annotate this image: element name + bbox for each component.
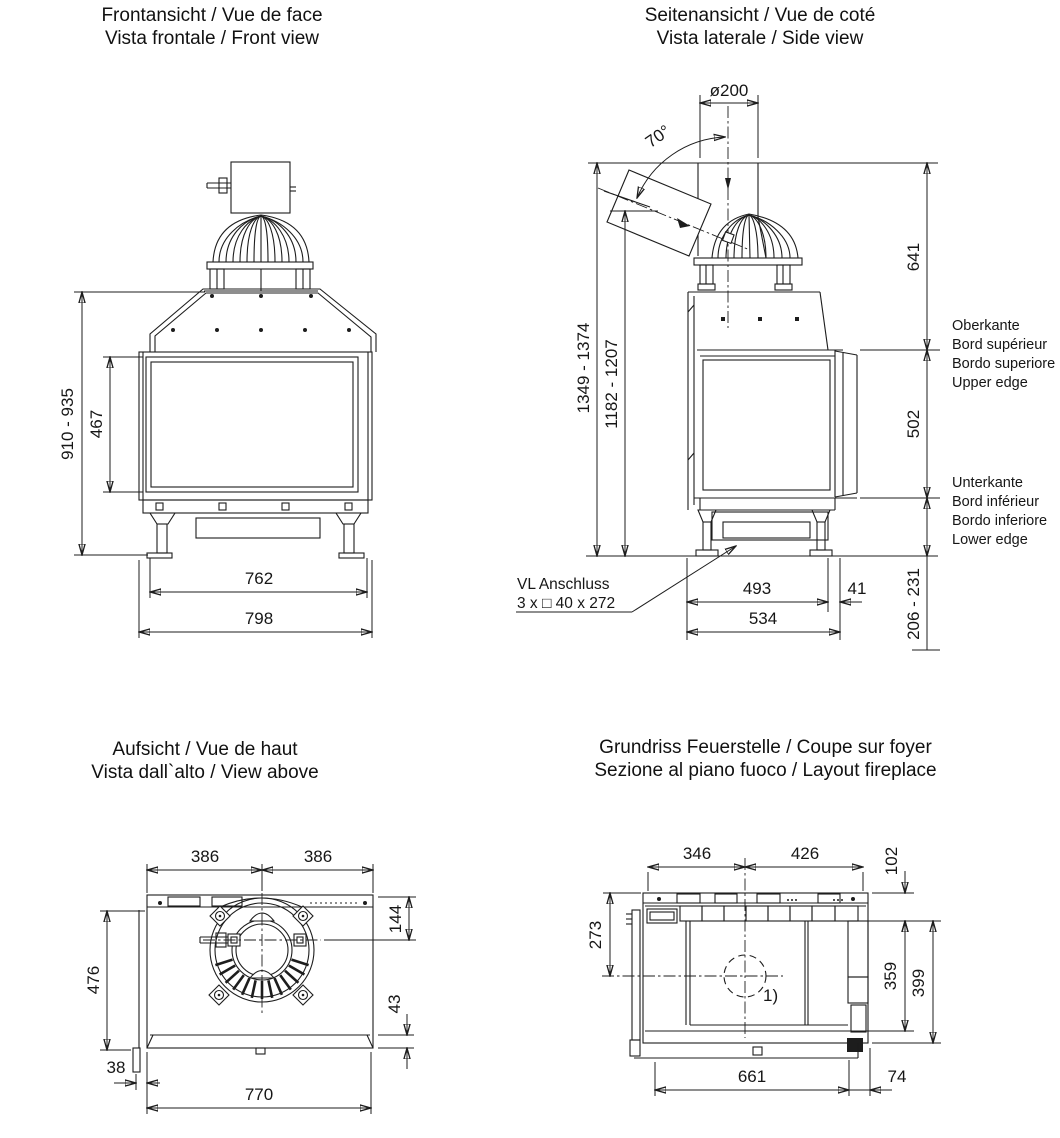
dim-side-flue-axis-height: 1182 - 1207 [602, 339, 621, 428]
dim-side-flue-diameter: ø200 [710, 81, 749, 100]
dim-layout-left-to-center: 346 [683, 844, 711, 863]
side-view-drawing: 70° ø200 1349 - 1374 1182 - 1207 641 502… [516, 81, 1055, 651]
front-hood [149, 288, 377, 352]
layout-view-title-line2: Sezione al piano fuoco / Layout fireplac… [594, 760, 937, 781]
dim-top-side-offset: 38 [107, 1058, 126, 1077]
layout-side-lining [847, 920, 869, 978]
front-view-title-line2: Vista frontale / Front view [104, 28, 320, 49]
front-view-title: Frontansicht / Vue de face Vista frontal… [40, 4, 384, 50]
side-view-title-line1: Seitenansicht / Vue de coté [644, 5, 876, 26]
label-lower-edge-it: Bordo inferiore [952, 513, 1047, 529]
dim-top-front-lip: 43 [385, 995, 404, 1014]
dim-side-base-depth-inner: 493 [743, 579, 771, 598]
top-view-drawing: 386 386 144 43 476 38 770 [84, 847, 416, 1114]
dim-top-half-width-right: 386 [304, 847, 332, 866]
layout-view-drawing: 1) 346 426 102 273 359 399 661 [586, 844, 941, 1096]
label-lower-edge-de: Unterkante [952, 475, 1023, 491]
label-upper-edge-it: Bordo superiore [952, 356, 1055, 372]
dim-front-overall-width: 798 [245, 609, 273, 628]
dim-layout-firebox-width: 661 [738, 1067, 766, 1086]
dim-side-base-depth-overall: 534 [749, 609, 777, 628]
layout-view-title: Grundriss Feuerstelle / Coupe sur foyer … [563, 736, 968, 782]
dim-side-flue-angle: 70° [642, 121, 674, 151]
dim-side-top-to-upper-edge: 641 [904, 243, 923, 271]
front-view-drawing: 910 - 935 467 762 798 [58, 161, 377, 638]
label-vl-connection-line1: VL Anschluss [517, 576, 610, 593]
label-vl-connection-line2: 3 x □ 40 x 272 [517, 595, 615, 612]
dim-top-width: 770 [245, 1085, 273, 1104]
dim-layout-inner-depth: 399 [909, 969, 928, 997]
label-lower-edge-en: Lower edge [952, 532, 1028, 548]
side-vl-plenum [722, 521, 811, 539]
top-view-title-line1: Aufsicht / Vue de haut [112, 739, 298, 760]
dim-side-plinth-height: 206 - 231 [904, 568, 923, 640]
layout-footnote: 1) [763, 986, 778, 1005]
top-view-title-line2: Vista dall`alto / View above [91, 762, 319, 783]
label-lower-edge-fr: Bord inférieur [952, 494, 1039, 510]
side-view-title-line2: Vista laterale / Side view [656, 28, 864, 49]
dim-front-glass-height: 467 [87, 410, 106, 438]
dim-side-glass-panel-height: 502 [904, 410, 923, 438]
side-view-title: Seitenansicht / Vue de coté Vista latera… [590, 4, 930, 50]
front-view-title-line1: Frontansicht / Vue de face [101, 5, 323, 26]
dim-layout-side-lining: 74 [888, 1067, 907, 1086]
layout-view-title-line1: Grundriss Feuerstelle / Coupe sur foyer [599, 737, 932, 758]
dim-layout-firebox-depth: 359 [881, 962, 900, 990]
dim-layout-center-depth: 273 [586, 921, 605, 949]
label-upper-edge-en: Upper edge [952, 375, 1028, 391]
dim-front-feet-width: 762 [245, 569, 273, 588]
dim-top-depth: 476 [84, 966, 103, 994]
dim-top-flue-center-offset: 144 [386, 905, 405, 933]
top-view-side-tab [132, 1047, 141, 1073]
side-firebox [702, 359, 831, 491]
dim-layout-center-to-right: 426 [791, 844, 819, 863]
label-upper-edge-de: Oberkante [952, 318, 1020, 334]
front-flue-box [230, 161, 291, 214]
label-upper-edge-fr: Bord supérieur [952, 337, 1047, 353]
dim-layout-rear-lining: 102 [882, 847, 901, 875]
top-view-title: Aufsicht / Vue de haut Vista dall`alto /… [35, 738, 375, 784]
dim-side-base-depth-offset: 41 [848, 579, 867, 598]
dim-side-overall-height: 1349 - 1374 [574, 323, 593, 414]
front-dome [212, 214, 310, 263]
side-dome [711, 213, 799, 259]
dim-front-height-range: 910 - 935 [58, 388, 77, 460]
front-firebox [138, 351, 373, 501]
dim-top-half-width-left: 386 [191, 847, 219, 866]
